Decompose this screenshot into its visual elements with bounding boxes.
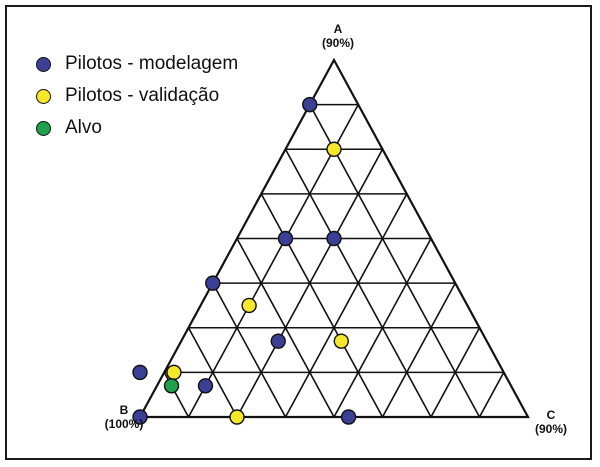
vertex-c-value: (90%)	[534, 422, 567, 436]
blue-dot-icon	[36, 56, 51, 72]
point-validacao	[166, 364, 182, 381]
grid-line	[187, 104, 359, 418]
legend-label: Alvo	[65, 117, 102, 138]
point-modelagem	[340, 409, 357, 425]
point-modelagem	[197, 378, 214, 394]
point-alvo	[163, 378, 180, 394]
legend-label: Pilotos - validação	[65, 85, 220, 106]
point-modelagem	[205, 275, 221, 291]
point-validacao	[241, 297, 257, 314]
point-modelagem	[270, 333, 286, 349]
grid-line	[260, 193, 384, 418]
legend-item-validacao: Pilotos - validação	[36, 80, 238, 112]
vertex-b-name: B	[119, 403, 129, 417]
triangle-outline	[138, 57, 530, 419]
grid-line	[284, 193, 408, 418]
data-points	[132, 96, 357, 425]
grid-line	[187, 327, 238, 418]
vertex-c-name: C	[546, 408, 556, 422]
point-modelagem	[326, 230, 342, 247]
point-validacao	[333, 333, 349, 349]
yellow-dot-icon	[36, 88, 51, 104]
diagram-frame	[5, 5, 592, 460]
point-validacao	[229, 409, 245, 425]
vertex-a-name: A	[333, 22, 343, 36]
grid-line	[212, 282, 287, 418]
grid-line	[430, 327, 481, 418]
point-modelagem	[132, 364, 148, 381]
legend: Pilotos - modelagem Pilotos - validação …	[36, 48, 238, 144]
legend-label: Pilotos - modelagem	[65, 53, 239, 74]
point-validacao	[326, 141, 342, 157]
vertex-c-label: C (90%)	[527, 408, 575, 436]
grid-line	[333, 238, 432, 418]
green-dot-icon	[36, 120, 51, 136]
point-modelagem	[132, 409, 148, 425]
vertex-b-value: (100%)	[104, 417, 144, 431]
point-modelagem	[302, 96, 318, 113]
point-modelagem	[277, 230, 294, 247]
legend-item-alvo: Alvo	[36, 112, 238, 144]
legend-item-modelagem: Pilotos - modelagem	[36, 48, 238, 80]
grid-line	[381, 282, 456, 418]
grid-line	[236, 238, 335, 418]
grid-line	[309, 104, 481, 418]
vertex-b-label: B (100%)	[98, 403, 150, 431]
vertex-a-label: A (90%)	[318, 22, 358, 50]
vertex-a-value: (90%)	[321, 36, 354, 50]
grid-line	[478, 371, 505, 418]
